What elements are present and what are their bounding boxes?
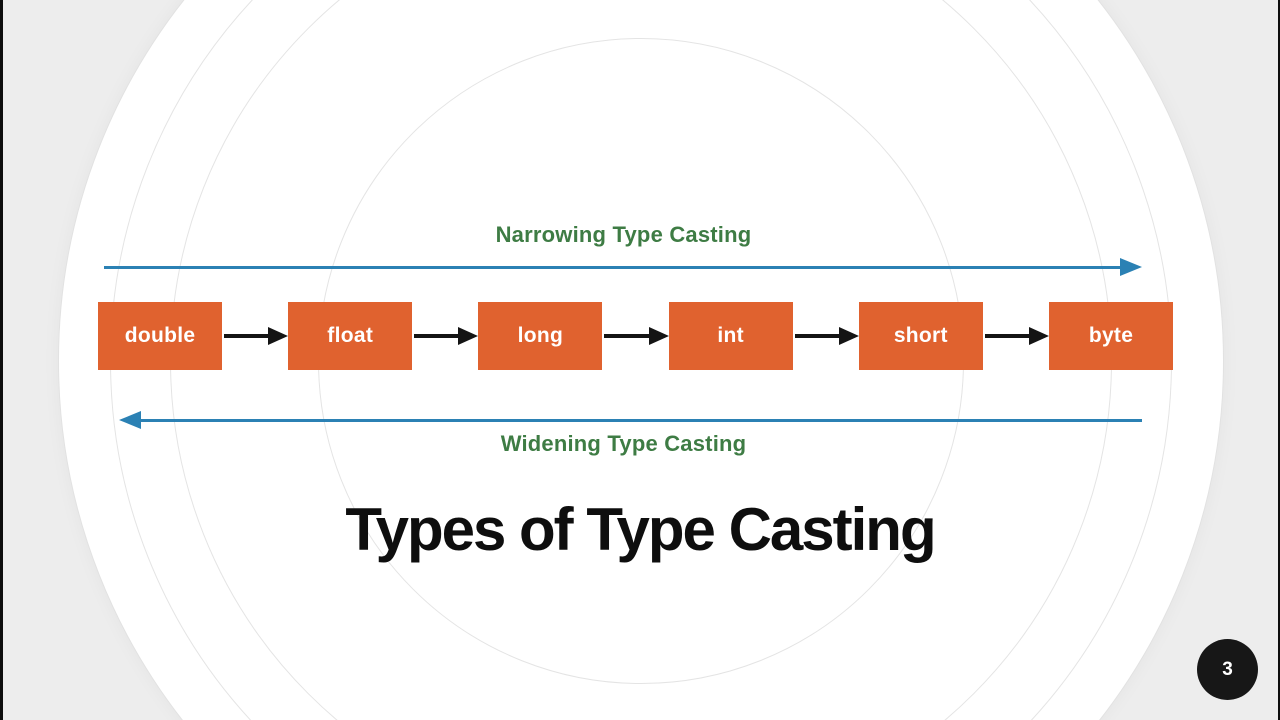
widening-type-casting-label: Widening Type Casting: [500, 431, 747, 456]
widening-direction-arrow-icon: [119, 411, 1142, 429]
arrow-head-left-icon: [119, 411, 141, 429]
flow-arrow-icon: [412, 302, 479, 370]
arrow-line: [104, 266, 1126, 269]
type-box-long: long: [478, 302, 603, 370]
letterbox-edge-right: [1278, 0, 1280, 720]
page-title: Types of Type Casting: [345, 496, 936, 563]
type-box-byte: byte: [1049, 302, 1174, 370]
narrowing-direction-arrow-icon: [104, 258, 1142, 276]
type-box-int: int: [668, 302, 793, 370]
flow-arrow-icon: [602, 302, 669, 370]
type-box-double: double: [98, 302, 222, 370]
arrow-line: [135, 419, 1142, 422]
flow-arrow-icon: [793, 302, 859, 370]
page-number-badge: 3: [1197, 639, 1258, 700]
type-box-short: short: [858, 302, 983, 370]
type-flow-diagram: double float long int short byte: [98, 302, 1174, 370]
flow-arrow-icon: [222, 302, 289, 370]
letterbox-edge-left: [0, 0, 3, 720]
arrow-head-right-icon: [1120, 258, 1142, 276]
flow-arrow-icon: [983, 302, 1050, 370]
type-box-float: float: [288, 302, 413, 370]
narrowing-type-casting-label: Narrowing Type Casting: [495, 222, 752, 247]
